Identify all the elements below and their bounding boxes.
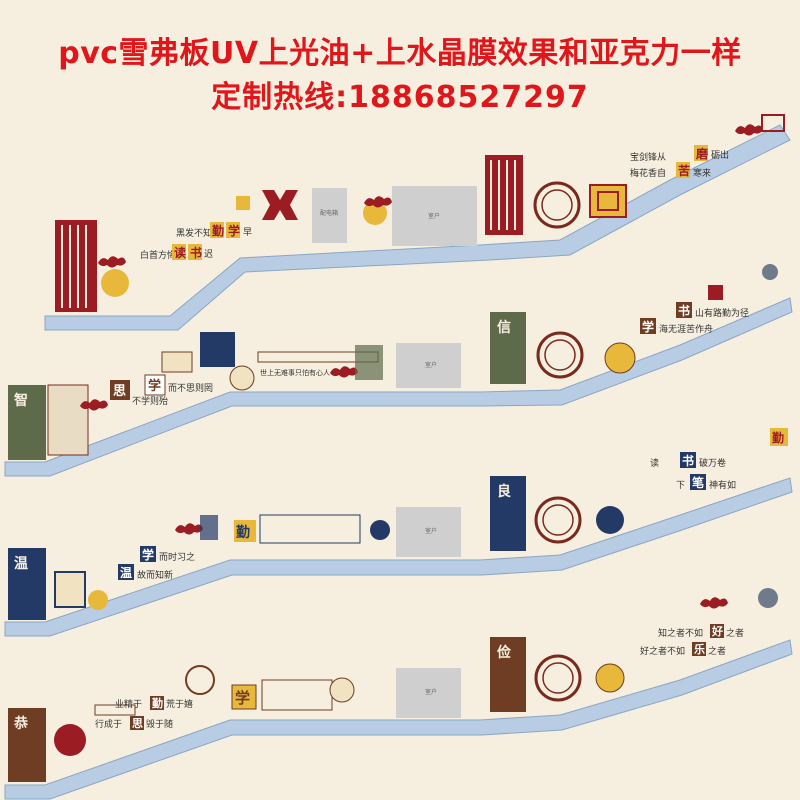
auspicious-panel <box>589 184 627 218</box>
svg-text:室户: 室户 <box>425 527 437 535</box>
svg-text:荒于嬉: 荒于嬉 <box>166 698 193 710</box>
svg-text:黑发不知: 黑发不知 <box>176 227 212 239</box>
svg-text:神有如: 神有如 <box>709 479 736 491</box>
staircase-row-1: 白首方悔 读 书 迟 黑发不知 勤 学 早 配电箱 室户 宝剑锋从 磨 砺出 梅… <box>44 114 791 331</box>
svg-text:学: 学 <box>142 547 154 562</box>
svg-text:读: 读 <box>174 245 186 260</box>
navy-square <box>200 332 235 367</box>
svg-text:思: 思 <box>132 717 143 730</box>
svg-text:笔: 笔 <box>692 475 704 490</box>
svg-text:好之者不如: 好之者不如 <box>640 645 685 657</box>
rosette-ornament <box>54 724 86 756</box>
svg-text:勤: 勤 <box>236 524 250 541</box>
svg-text:磨: 磨 <box>695 146 708 161</box>
svg-text:勤: 勤 <box>152 696 163 710</box>
svg-text:室户: 室户 <box>428 212 440 220</box>
svg-text:读: 读 <box>650 457 659 469</box>
panel-green-1 <box>8 385 46 460</box>
svg-text:配电箱: 配电箱 <box>320 209 338 217</box>
room-door-1 <box>392 186 477 246</box>
svg-text:世上无难事只怕有心人: 世上无难事只怕有心人 <box>260 368 330 377</box>
svg-text:迟: 迟 <box>204 249 213 260</box>
svg-text:行成于: 行成于 <box>95 718 122 730</box>
svg-text:梅花香自: 梅花香自 <box>630 167 666 179</box>
svg-text:之者: 之者 <box>708 645 726 657</box>
svg-text:白首方悔: 白首方悔 <box>140 249 176 261</box>
svg-text:智: 智 <box>13 392 28 409</box>
distribution-box <box>312 188 347 243</box>
svg-text:好: 好 <box>711 624 723 638</box>
svg-text:书: 书 <box>678 303 690 318</box>
chariot-ornament <box>761 114 785 132</box>
svg-text:砺出: 砺出 <box>711 149 729 161</box>
panel-brown-1 <box>8 708 46 782</box>
svg-text:毁于随: 毁于随 <box>146 718 173 730</box>
fan-ornament-1 <box>101 269 129 297</box>
svg-text:勤: 勤 <box>212 223 224 238</box>
svg-text:知之者不如: 知之者不如 <box>658 627 703 639</box>
svg-text:苦: 苦 <box>678 163 690 178</box>
svg-text:业精于: 业精于 <box>115 698 142 710</box>
svg-text:下: 下 <box>676 481 685 491</box>
svg-text:学: 学 <box>235 689 250 707</box>
svg-text:良: 良 <box>497 483 511 500</box>
svg-text:恭: 恭 <box>13 716 29 732</box>
panel-navy-2 <box>490 476 526 551</box>
svg-text:之者: 之者 <box>726 627 744 639</box>
panel-brown-2 <box>490 637 526 712</box>
svg-text:书: 书 <box>682 453 694 468</box>
svg-text:破万卷: 破万卷 <box>699 457 726 469</box>
svg-text:寒来: 寒来 <box>693 167 711 179</box>
room-door-2 <box>396 343 461 388</box>
svg-text:思: 思 <box>113 384 126 399</box>
svg-text:而时习之: 而时习之 <box>159 551 195 563</box>
svg-text:温: 温 <box>120 566 132 580</box>
headline-material: pvc雪弗板UV上光油+上水晶膜效果和亚克力一样 <box>58 36 742 71</box>
svg-text:海无涯苦作舟: 海无涯苦作舟 <box>659 323 713 335</box>
svg-text:山有路勤为径: 山有路勤为径 <box>695 307 749 319</box>
room-door-4 <box>396 668 461 718</box>
svg-text:信: 信 <box>497 319 511 336</box>
svg-text:而不思则罔: 而不思则罔 <box>168 382 213 394</box>
svg-text:勤: 勤 <box>772 430 784 445</box>
svg-text:早: 早 <box>243 227 252 238</box>
svg-text:乐: 乐 <box>694 642 705 656</box>
staircase-row-4: 恭 业精于 勤 荒于嬉 行成于 思 毁于随 学 室户 俭 知之者不如 好 之者 … <box>4 588 793 800</box>
tiger-ornament <box>762 264 778 280</box>
svg-text:书: 书 <box>190 245 202 260</box>
svg-text:学: 学 <box>148 378 161 394</box>
calligraphy-ornament <box>262 190 298 220</box>
svg-text:宝剑锋从: 宝剑锋从 <box>630 151 666 163</box>
svg-text:故而知新: 故而知新 <box>137 569 173 581</box>
panel-navy-1 <box>8 548 46 620</box>
panel-green-2 <box>490 312 526 384</box>
headline-hotline: 定制热线:18868527297 <box>211 80 589 115</box>
room-door-3 <box>396 507 461 557</box>
fan-ornament-2 <box>363 201 387 225</box>
svg-text:不学则殆: 不学则殆 <box>132 395 168 407</box>
svg-text:学: 学 <box>642 319 654 334</box>
staircase-row-3: 温 温 故而知新 学 而时习之 勤 室户 良 书 读 破万卷 笔 下 神有如 勤 <box>4 428 793 637</box>
svg-text:学: 学 <box>228 223 240 238</box>
svg-text:温: 温 <box>14 556 28 572</box>
staircase-row-2: 智 思 学 而不思则罔 不学则殆 世上无难事只怕有心人 室户 信 书 山有路勤为… <box>4 264 793 477</box>
svg-text:室户: 室户 <box>425 688 437 696</box>
svg-text:室户: 室户 <box>425 361 437 369</box>
svg-text:俭: 俭 <box>497 644 511 661</box>
